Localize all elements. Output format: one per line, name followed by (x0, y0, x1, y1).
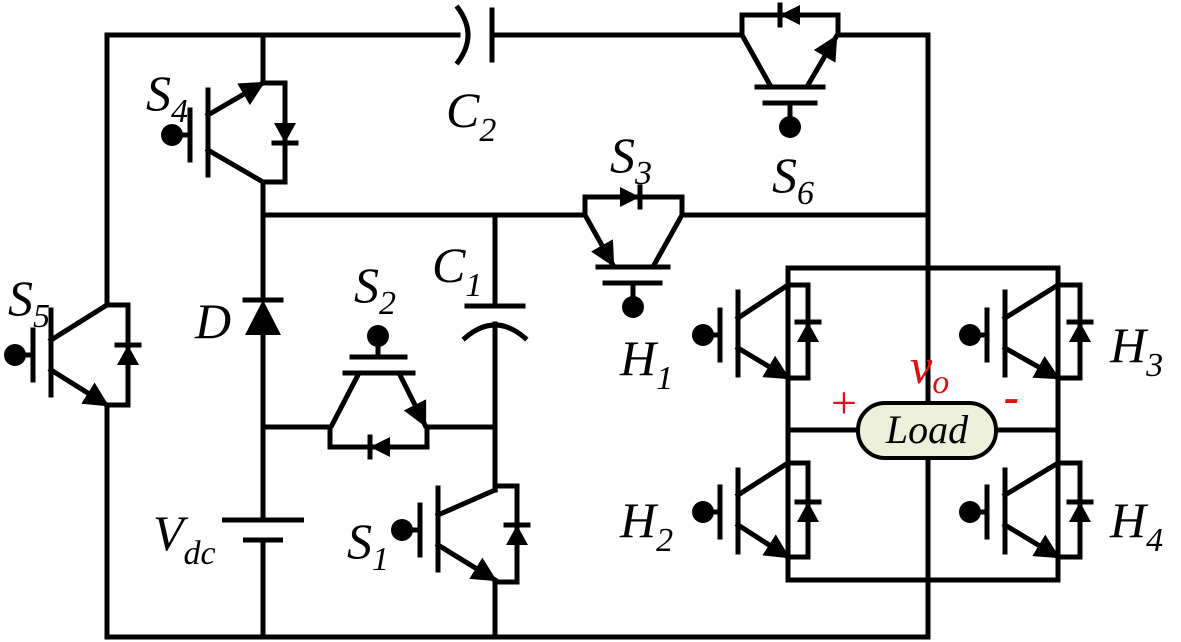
capacitor-c2 (454, 4, 495, 66)
label-s5: S5 (8, 270, 50, 335)
load-label: Load (885, 407, 969, 452)
switch-s2 (327, 325, 430, 460)
labels: S4 S5 D C2 C1 S3 S6 S2 S1 Vdc H1 H2 H3 H… (8, 65, 1163, 578)
switch-s5 (4, 301, 142, 409)
switch-h4 (959, 459, 1094, 561)
switch-h2 (692, 459, 822, 561)
switch-s1 (391, 483, 531, 585)
label-vo: vo (910, 338, 949, 401)
label-h3: H3 (1109, 317, 1163, 384)
load-box: Load (856, 401, 998, 460)
switch-s6 (738, 2, 841, 138)
wires (104, 32, 1061, 640)
switch-h1 (692, 281, 822, 382)
label-s2: S2 (354, 257, 396, 322)
label-d: D (194, 293, 231, 349)
label-vdc: Vdc (153, 505, 216, 572)
label-s4: S4 (146, 65, 188, 130)
label-s1: S1 (347, 513, 389, 578)
label-h2: H2 (619, 492, 673, 559)
label-c1: C1 (432, 237, 482, 304)
capacitor-c1 (461, 303, 529, 342)
label-minus: - (1004, 371, 1019, 422)
diode-d (242, 297, 284, 335)
label-s3: S3 (610, 127, 652, 192)
label-h4: H4 (1109, 492, 1163, 559)
switch-s3 (581, 184, 686, 318)
label-plus: + (828, 377, 859, 428)
battery-vdc (222, 517, 304, 543)
switch-h3 (959, 281, 1094, 382)
label-s6: S6 (772, 147, 814, 212)
switch-s4 (161, 79, 299, 186)
label-h1: H1 (619, 330, 673, 397)
label-c2: C2 (446, 82, 496, 149)
